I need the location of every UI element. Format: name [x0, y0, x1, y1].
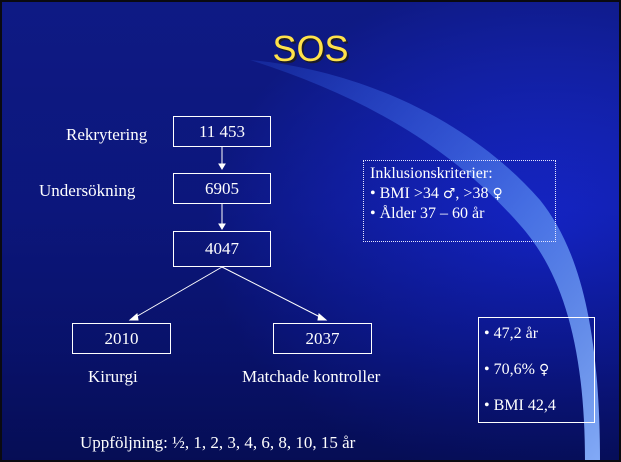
flow-box-surgery: 2010 — [72, 323, 171, 354]
flow-label-examination: Undersökning — [39, 181, 136, 200]
criteria-bmi-female-threshold: , >38 — [455, 185, 489, 202]
flow-box-recruitment: 11 453 — [173, 116, 271, 147]
male-symbol-icon: ♂ — [442, 186, 456, 202]
criteria-age: • Ålder 37 – 60 år — [370, 205, 485, 222]
flow-box-examination: 6905 — [173, 173, 271, 204]
criteria-heading: Inklusionskriterier: — [370, 165, 493, 182]
criteria-bmi-text: • BMI >34 — [370, 185, 439, 202]
stat-female-share: • 70,6% ♀ — [484, 361, 549, 379]
inclusion-criteria-box: Inklusionskriterier: • BMI >34 ♂, >38 ♀ … — [363, 160, 556, 242]
stat-mean-bmi: • BMI 42,4 — [484, 397, 556, 414]
flow-label-surgery: Kirurgi — [88, 367, 138, 386]
stat-female-pct: • 70,6% — [484, 361, 535, 378]
female-symbol-icon: ♀ — [538, 362, 550, 378]
stat-mean-age: • 47,2 år — [484, 325, 539, 342]
followup-text: Uppföljning: ½, 1, 2, 3, 4, 6, 8, 10, 15… — [80, 433, 356, 452]
flow-box-controls: 2037 — [273, 323, 372, 354]
slide-title: SOS — [272, 28, 349, 69]
flow-box-total: 4047 — [173, 231, 271, 267]
cohort-stats-box: • 47,2 år • 70,6% ♀ • BMI 42,4 — [478, 317, 595, 423]
flow-label-controls: Matchade kontroller — [242, 367, 381, 386]
criteria-bmi: • BMI >34 ♂, >38 ♀ — [370, 184, 549, 204]
female-symbol-icon: ♀ — [492, 186, 503, 202]
flow-label-recruitment: Rekrytering — [66, 125, 148, 144]
